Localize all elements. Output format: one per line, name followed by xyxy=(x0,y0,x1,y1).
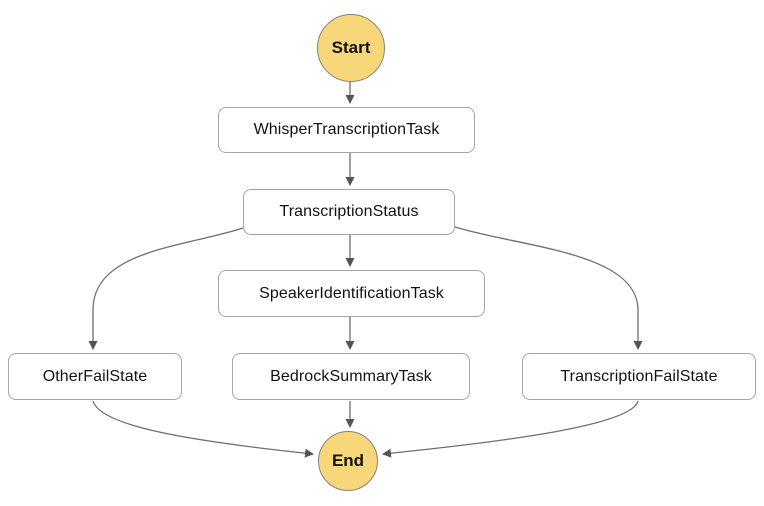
node-speaker-identification-task: SpeakerIdentificationTask xyxy=(218,270,485,317)
edge-other-fail-state-to-end xyxy=(92,400,314,458)
edge-transcription-fail-state-to-end xyxy=(382,400,639,458)
node-speaker-identification-task-label: SpeakerIdentificationTask xyxy=(259,284,444,302)
node-transcription-fail-state: TranscriptionFailState xyxy=(522,353,756,400)
node-end: End xyxy=(318,431,378,491)
node-other-fail-state: OtherFailState xyxy=(8,353,182,400)
node-whisper-transcription-task-label: WhisperTranscriptionTask xyxy=(253,121,440,138)
node-transcription-fail-state-label: TranscriptionFailState xyxy=(560,367,718,385)
node-end-label: End xyxy=(331,451,365,470)
node-start: Start xyxy=(317,14,385,82)
node-start-label: Start xyxy=(331,38,371,57)
node-transcription-status: TranscriptionStatus xyxy=(243,189,455,235)
node-transcription-status-label: TranscriptionStatus xyxy=(279,203,419,220)
node-bedrock-summary-task: BedrockSummaryTask xyxy=(232,353,470,400)
edge-transcription-status-to-transcription-fail-state xyxy=(454,226,643,350)
edge-transcription-status-to-other-fail-state xyxy=(88,227,244,350)
node-other-fail-state-label: OtherFailState xyxy=(42,367,148,385)
node-bedrock-summary-task-label: BedrockSummaryTask xyxy=(270,367,432,385)
node-whisper-transcription-task: WhisperTranscriptionTask xyxy=(218,107,475,153)
